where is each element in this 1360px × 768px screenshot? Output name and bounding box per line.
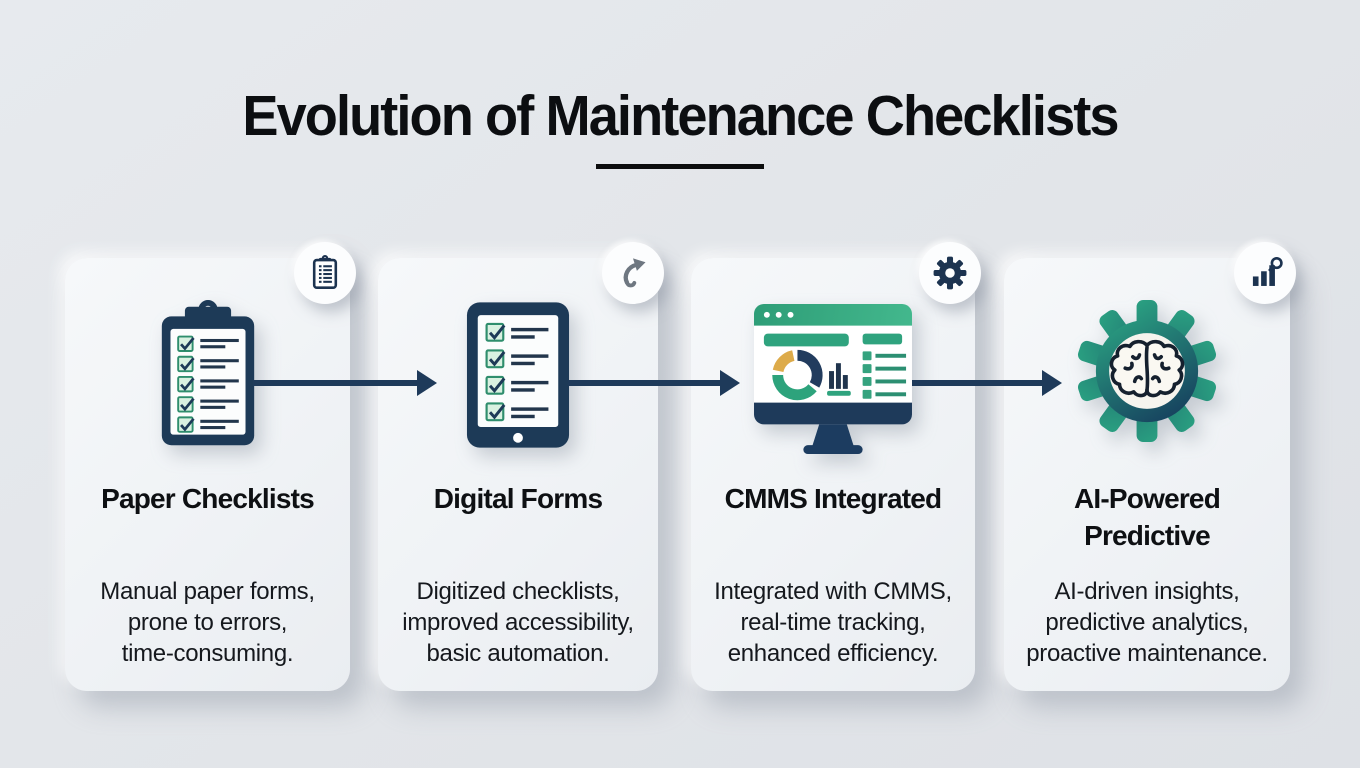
analytics-magnifier-icon bbox=[1234, 242, 1296, 304]
card-paper-checklists: Paper Checklists Manual paper forms, pro… bbox=[65, 242, 356, 691]
brain-outline bbox=[1109, 339, 1185, 398]
card-description: Manual paper forms, prone to errors, tim… bbox=[100, 578, 315, 667]
page-title: Evolution of Maintenance Checklists bbox=[242, 84, 1119, 148]
title-underline bbox=[596, 163, 764, 169]
trending-arrow-icon bbox=[602, 242, 664, 304]
card-description: Integrated with CMMS, real-time tracking… bbox=[714, 578, 952, 667]
card-title: Paper Checklists bbox=[101, 483, 315, 514]
card-title: Digital Forms bbox=[433, 483, 603, 514]
tablet-checklist-icon bbox=[465, 300, 571, 450]
dashboard-monitor-icon bbox=[748, 300, 918, 456]
card-description: Digitized checklists, improved accessibi… bbox=[402, 578, 634, 667]
card-ai-powered-predictive: AI-Powered Predictive AI-driven insights… bbox=[1004, 242, 1296, 691]
card-digital-forms: Digital Forms Digitized checklists, impr… bbox=[378, 242, 664, 691]
gear-icon bbox=[919, 242, 981, 304]
card-cmms-integrated: CMMS Integrated Integrated with CMMS, re… bbox=[691, 242, 981, 691]
flow-arrow-3 bbox=[912, 370, 1062, 396]
card-title: AI-Powered Predictive bbox=[1073, 483, 1221, 551]
clipboard-checklist-icon bbox=[156, 300, 260, 452]
gear-brain-icon bbox=[1076, 300, 1218, 442]
flow-arrow-1 bbox=[253, 370, 437, 396]
page-header: Evolution of Maintenance Checklists bbox=[0, 84, 1360, 169]
flow-arrow-2 bbox=[568, 370, 740, 396]
card-description: AI-driven insights, predictive analytics… bbox=[1026, 578, 1268, 667]
mini-clipboard-icon bbox=[294, 242, 356, 304]
card-title: CMMS Integrated bbox=[724, 483, 942, 514]
